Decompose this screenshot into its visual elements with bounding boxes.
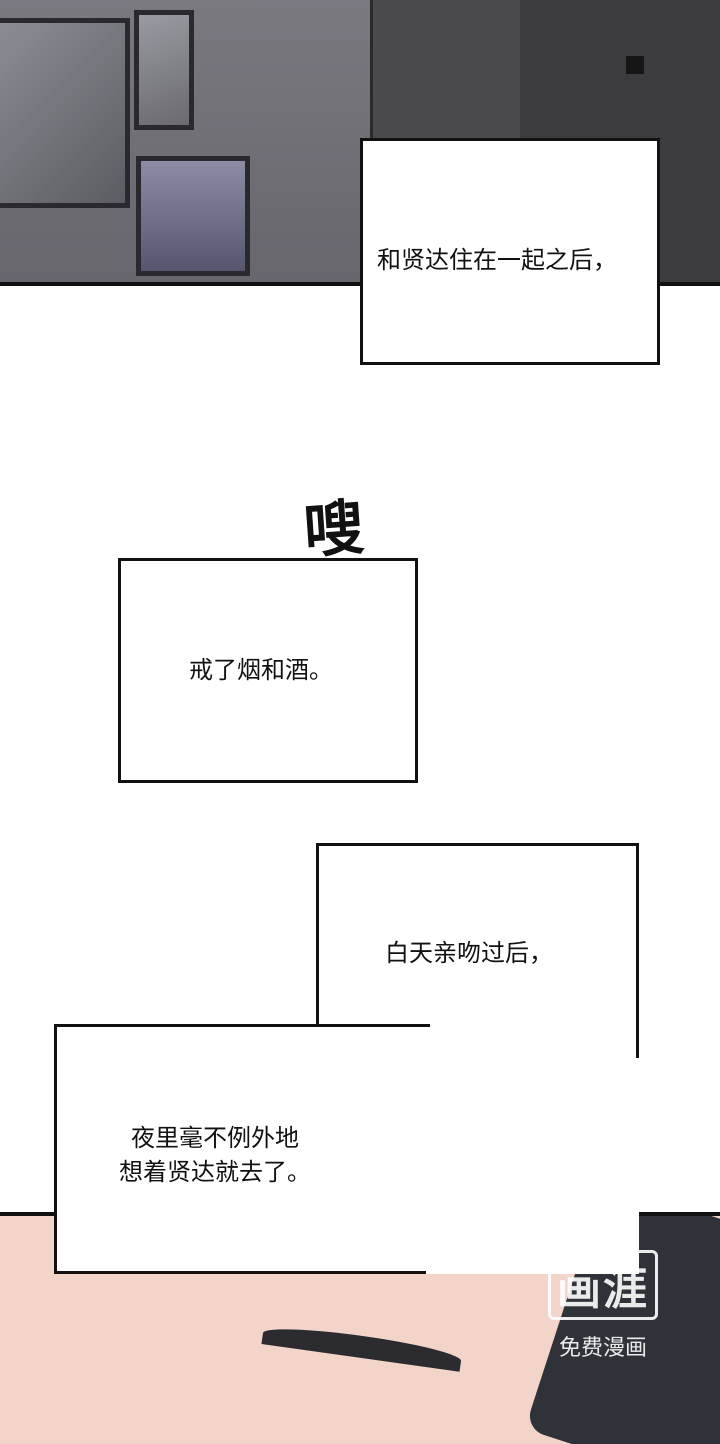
watermark: 画涯 免费漫画	[548, 1250, 658, 1362]
caption-box-4: 夜里毫不例外地 想着贤达就去了。	[54, 1024, 430, 1274]
caption-text-2: 戒了烟和酒。	[189, 656, 333, 684]
picture-frame	[136, 156, 250, 276]
watermark-logo: 画涯	[548, 1250, 658, 1320]
caption-text-3: 白天亲吻过后，	[385, 939, 553, 967]
sound-effect: 嗖	[301, 492, 367, 568]
watermark-subtitle: 免费漫画	[558, 1336, 647, 1361]
picture-frame	[134, 10, 194, 130]
door-knob	[626, 56, 644, 74]
caption-text-4: 夜里毫不例外地 想着贤达就去了。	[119, 1124, 311, 1186]
caption-box-4-extension	[426, 1058, 639, 1274]
caption-box-1: 和贤达住在一起之后，	[360, 138, 660, 365]
picture-frame	[0, 18, 130, 208]
caption-text-1: 和贤达住在一起之后，	[377, 246, 617, 274]
eyebrow	[261, 1322, 463, 1372]
caption-box-2: 戒了烟和酒。	[118, 558, 418, 783]
